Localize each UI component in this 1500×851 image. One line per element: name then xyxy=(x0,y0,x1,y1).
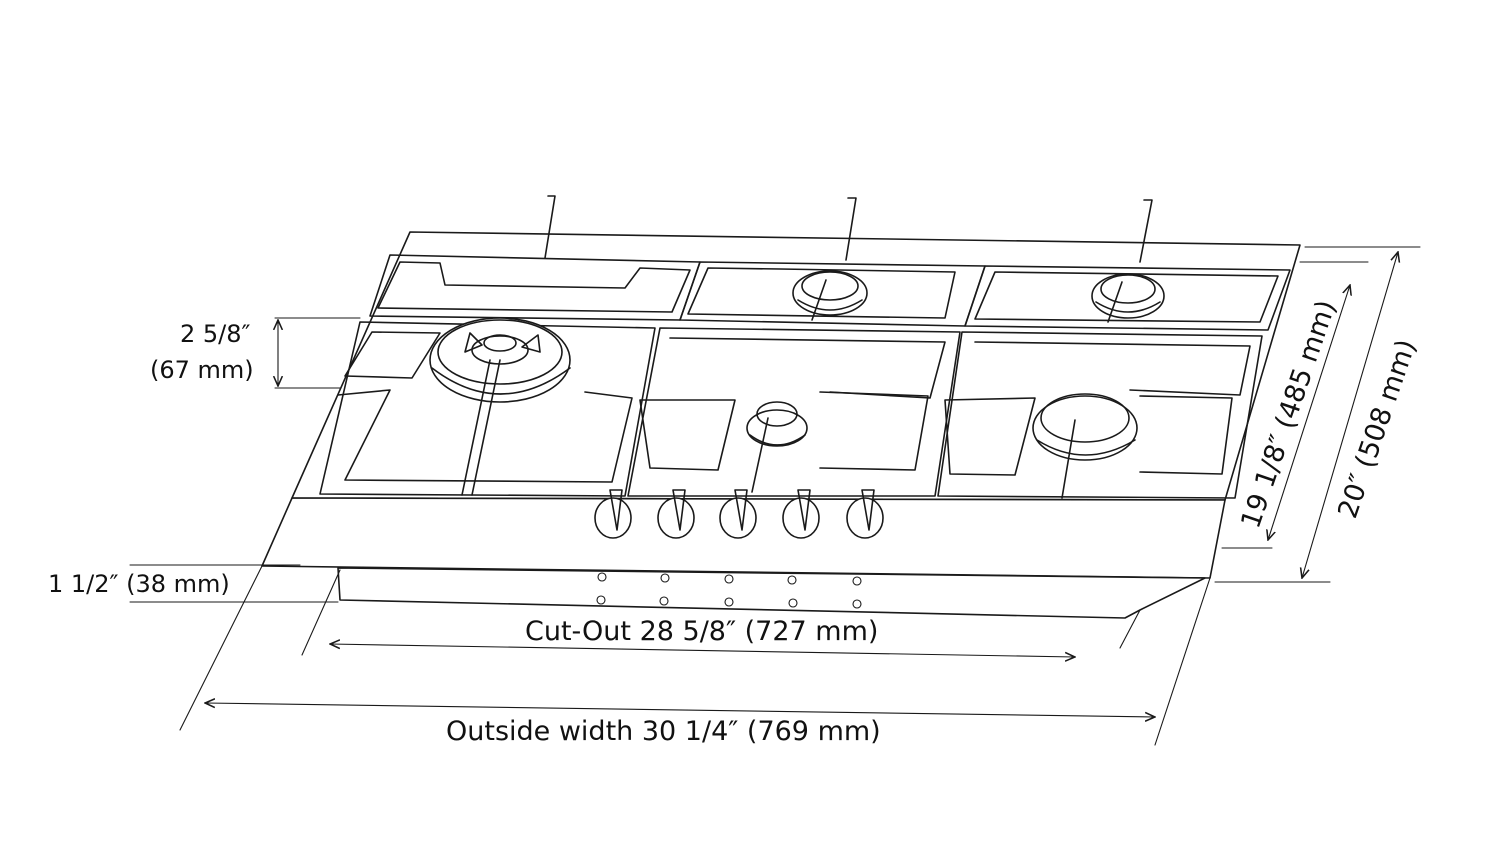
grate-height-metric-label: (67 mm) xyxy=(150,356,254,384)
body-depth-label: 1 1/2″ (38 mm) xyxy=(48,570,230,598)
front-grates xyxy=(319,321,1263,499)
rear-right-burner xyxy=(1091,273,1165,323)
knob-icon xyxy=(657,489,695,539)
knob-icon xyxy=(782,489,820,539)
dimension-lines xyxy=(129,246,1421,746)
control-knobs xyxy=(594,489,884,539)
knob-icon xyxy=(719,489,757,539)
front-right-burner xyxy=(1032,393,1138,499)
knob-icon xyxy=(594,489,632,539)
cooktop-underbody xyxy=(337,567,1206,619)
knob-icon xyxy=(846,489,884,539)
rear-grates xyxy=(369,195,1291,331)
grate-height-label: 2 5/8″ xyxy=(180,320,251,348)
front-center-burner xyxy=(746,401,808,493)
outside-width-label: Outside width 30 1/4″ (769 mm) xyxy=(446,716,881,747)
cutout-width-label: Cut-Out 28 5/8″ (727 mm) xyxy=(525,616,878,647)
underbody-holes xyxy=(596,572,862,609)
wok-burner xyxy=(429,317,571,496)
rear-center-burner xyxy=(792,270,868,321)
cooktop-illustration xyxy=(261,195,1301,619)
